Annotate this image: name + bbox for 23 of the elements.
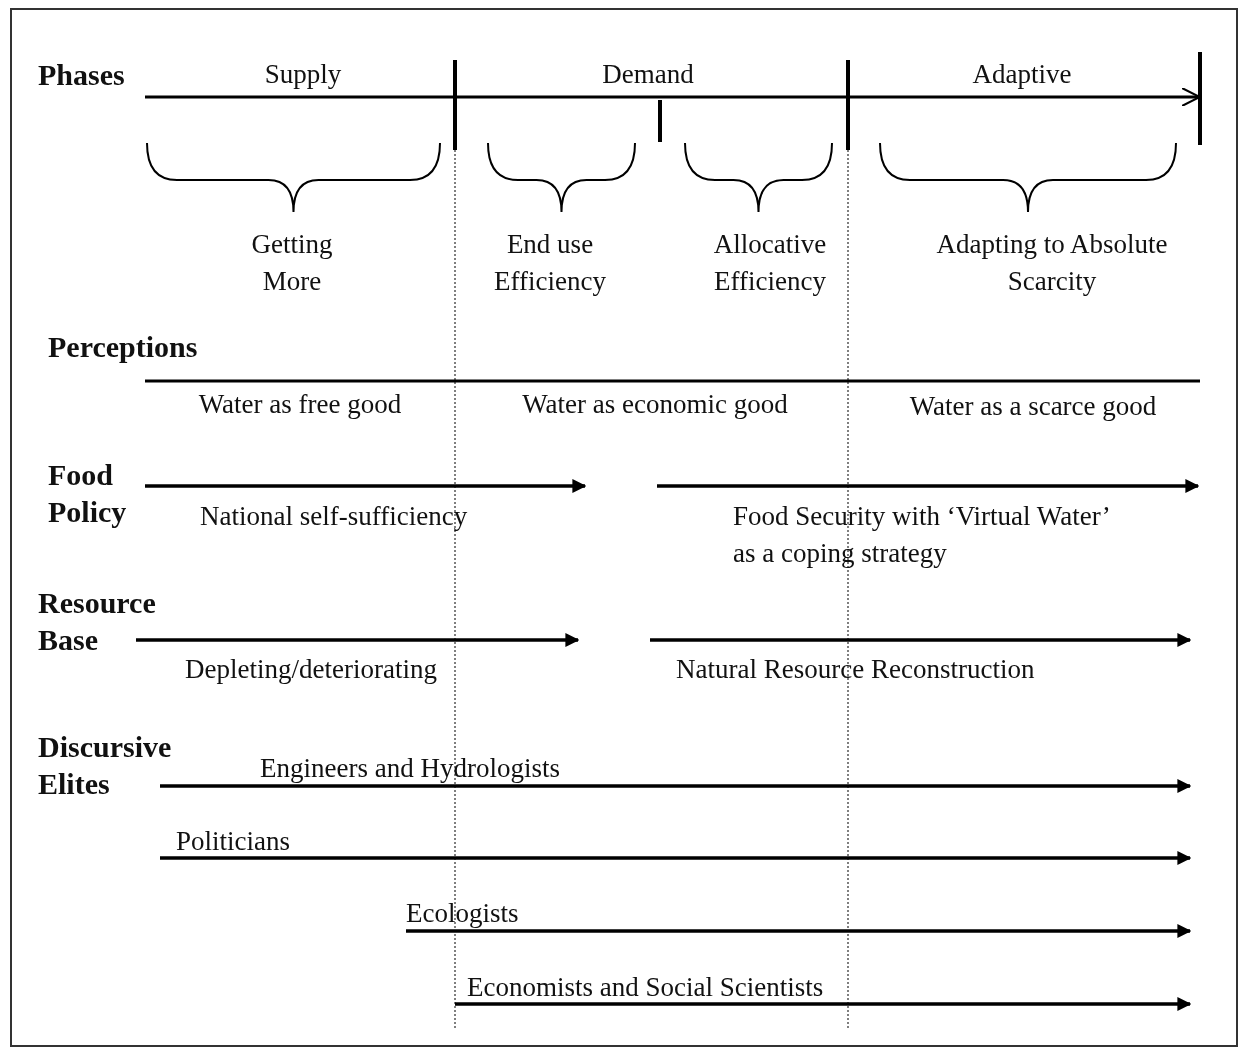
row-heading: Phases [38, 57, 126, 93]
row-heading: Food Policy [48, 457, 128, 530]
timeline-label: Food Security with ‘Virtual Water’ as a coping strategy [733, 500, 1110, 570]
phase-name: Adaptive [971, 58, 1073, 91]
timeline-label: Engineers and Hydrologists [260, 752, 561, 785]
row-heading: Perceptions [48, 329, 199, 365]
timeline-label: Ecologists [406, 897, 520, 930]
phase-label: Water as a scarce good [908, 390, 1158, 423]
row-heading: Resource Base [38, 585, 157, 658]
phase-label: End use Efficiency [493, 228, 607, 298]
timeline-label: Depleting/deteriorating [185, 653, 438, 686]
phase-label: Adapting to Absolute Scarcity [935, 228, 1169, 298]
timeline-label: Natural Resource Reconstruction [676, 653, 1036, 686]
phase-name: Demand [601, 58, 695, 91]
phase-label: Water as economic good [521, 388, 789, 421]
timeline-label: Politicians [176, 825, 291, 858]
phase-label: Getting More [250, 228, 334, 298]
phase-label: Allocative Efficiency [712, 228, 828, 298]
phase-name: Supply [263, 58, 343, 91]
timeline-label: National self-sufficiency [200, 500, 469, 533]
timeline-label: Economists and Social Scientists [467, 971, 825, 1004]
row-heading: Discursive Elites [38, 729, 173, 802]
phase-label: Water as free good [197, 388, 403, 421]
